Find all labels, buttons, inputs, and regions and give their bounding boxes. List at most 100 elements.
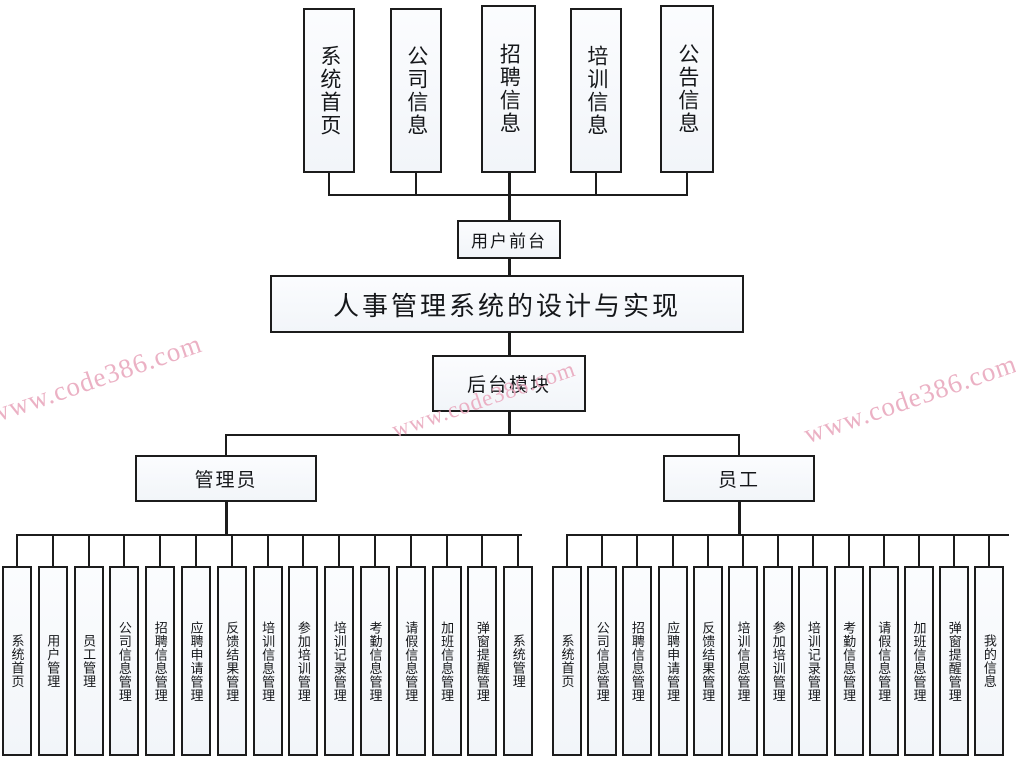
leaf-box-admin-6[interactable]: 反馈结果管理: [216, 566, 247, 756]
connector-staff-leaf-stub: [918, 534, 920, 566]
connector-admin-leaf-stub: [195, 534, 197, 566]
leaf-box-staff-10[interactable]: 加班信息管理: [904, 566, 934, 756]
leaf-label: 反馈结果管理: [700, 620, 716, 702]
front-child-label: 系统首页: [317, 44, 342, 137]
connector-admin-leaf-stub: [338, 534, 341, 566]
leaf-label: 招聘信息管理: [152, 620, 168, 702]
connector-front-stub-3: [595, 173, 597, 195]
leaf-label: 参加培训管理: [295, 620, 311, 702]
connector-staff-leaf-stub: [636, 534, 639, 566]
connector-admin-leaf-stub: [445, 534, 448, 566]
watermark-left: www.code386.com: [0, 328, 206, 430]
connector-admin-leaf-stub: [302, 534, 305, 566]
connector-staff-leaf-stub: [566, 534, 568, 566]
connector-front-stub-2: [508, 173, 511, 220]
connector-front-stub-0: [328, 173, 330, 195]
front-child-box-3[interactable]: 培训信息: [570, 8, 622, 173]
leaf-box-admin-4[interactable]: 招聘信息管理: [145, 566, 176, 756]
front-child-box-4[interactable]: 公告信息: [660, 5, 714, 173]
leaf-label: 应聘申请管理: [665, 620, 681, 702]
leaf-label: 系统首页: [9, 634, 25, 688]
connector-admin-leaf-stub: [87, 534, 90, 566]
connector-back-down: [508, 412, 511, 435]
connector-staff-leaf-stub: [601, 534, 604, 566]
leaf-box-admin-14[interactable]: 系统管理: [503, 566, 534, 756]
connector-front-stub-1: [415, 173, 417, 195]
connector-staff-leaf-stub: [953, 534, 956, 566]
connector-staff-leaf-stub: [671, 534, 674, 566]
connector-staff-leaf-stub: [777, 534, 780, 566]
role-label: 管理员: [194, 470, 258, 491]
leaf-box-admin-3[interactable]: 公司信息管理: [109, 566, 140, 756]
leaf-box-staff-0[interactable]: 系统首页: [552, 566, 582, 756]
leaf-box-admin-9[interactable]: 培训记录管理: [324, 566, 355, 756]
leaf-label: 加班信息管理: [439, 620, 455, 702]
leaf-box-admin-2[interactable]: 员工管理: [73, 566, 104, 756]
connector-front-stub-4: [686, 173, 688, 195]
leaf-box-staff-6[interactable]: 参加培训管理: [763, 566, 794, 756]
connector-admin-leaf-stub: [409, 534, 412, 566]
connector-admin-leaf-stub: [230, 534, 233, 566]
leaf-box-staff-11[interactable]: 弹窗提醒管理: [939, 566, 970, 756]
role-box-admin[interactable]: 管理员: [135, 455, 317, 502]
leaf-label: 培训信息管理: [735, 620, 751, 702]
back-node-box[interactable]: 后台模块: [432, 355, 586, 412]
leaf-box-admin-1[interactable]: 用户管理: [37, 566, 68, 756]
leaf-box-admin-11[interactable]: 请假信息管理: [395, 566, 426, 756]
leaf-label: 反馈结果管理: [224, 620, 240, 702]
leaf-box-staff-7[interactable]: 培训记录管理: [798, 566, 829, 756]
leaf-box-staff-2[interactable]: 招聘信息管理: [622, 566, 653, 756]
front-child-label: 招聘信息: [497, 43, 522, 135]
leaf-box-admin-5[interactable]: 应聘申请管理: [181, 566, 211, 756]
leaf-label: 考勤信息管理: [367, 620, 383, 702]
front-node-box[interactable]: 用户前台: [457, 220, 561, 259]
leaf-box-staff-4[interactable]: 反馈结果管理: [692, 566, 723, 756]
connector-admin-leaf-stub: [159, 534, 162, 566]
front-child-label: 公司信息: [404, 44, 429, 137]
leaf-box-staff-3[interactable]: 应聘申请管理: [657, 566, 688, 756]
leaf-box-admin-10[interactable]: 考勤信息管理: [360, 566, 390, 756]
connector-roles-bus: [225, 434, 739, 436]
leaf-label: 系统管理: [510, 634, 526, 688]
front-child-box-1[interactable]: 公司信息: [390, 8, 442, 173]
connector-role-stub-admin: [225, 434, 227, 455]
role-label: 员工: [717, 470, 760, 491]
connector-admin-leaf-stub: [16, 534, 18, 566]
watermark-right: www.code386.com: [799, 348, 1016, 450]
leaf-box-admin-8[interactable]: 参加培训管理: [288, 566, 319, 756]
front-child-box-2[interactable]: 招聘信息: [481, 5, 536, 173]
leaf-box-admin-12[interactable]: 加班信息管理: [431, 566, 462, 756]
leaf-box-staff-12[interactable]: 我的信息: [974, 566, 1005, 756]
front-child-label: 培训信息: [584, 44, 609, 137]
connector-staff-leaf-bus: [567, 534, 1009, 536]
leaf-box-staff-9[interactable]: 请假信息管理: [868, 566, 899, 756]
leaf-label: 请假信息管理: [403, 620, 419, 702]
leaf-label: 弹窗提醒管理: [474, 620, 490, 702]
front-child-label: 公告信息: [675, 43, 700, 135]
leaf-box-staff-8[interactable]: 考勤信息管理: [833, 566, 864, 756]
leaf-box-staff-1[interactable]: 公司信息管理: [587, 566, 618, 756]
connector-admin-leaf-stub: [266, 534, 269, 566]
connector-front-to-title: [508, 258, 511, 276]
role-box-staff[interactable]: 员工: [663, 455, 815, 502]
leaf-box-admin-0[interactable]: 系统首页: [2, 566, 32, 756]
connector-staff-leaf-stub: [742, 534, 744, 566]
title-node-box[interactable]: 人事管理系统的设计与实现: [270, 275, 744, 333]
leaf-label: 公司信息管理: [594, 620, 610, 702]
connector-staff-leaf-stub: [812, 534, 815, 566]
connector-admin-leaf-bus: [17, 534, 522, 536]
leaf-label: 培训记录管理: [331, 620, 347, 702]
connector-staff-leaf-stub: [706, 534, 709, 566]
leaf-box-admin-7[interactable]: 培训信息管理: [252, 566, 283, 756]
leaf-label: 我的信息: [981, 634, 997, 688]
front-child-box-0[interactable]: 系统首页: [303, 8, 355, 173]
title-node-label: 人事管理系统的设计与实现: [332, 291, 681, 321]
leaf-box-staff-5[interactable]: 培训信息管理: [728, 566, 758, 756]
connector-admin-leaf-stub: [123, 534, 126, 566]
connector-admin-leaf-stub: [481, 534, 484, 566]
leaf-label: 用户管理: [45, 634, 61, 688]
front-node-label: 用户前台: [471, 232, 547, 251]
leaf-label: 请假信息管理: [876, 620, 892, 702]
leaf-box-admin-13[interactable]: 弹窗提醒管理: [467, 566, 498, 756]
